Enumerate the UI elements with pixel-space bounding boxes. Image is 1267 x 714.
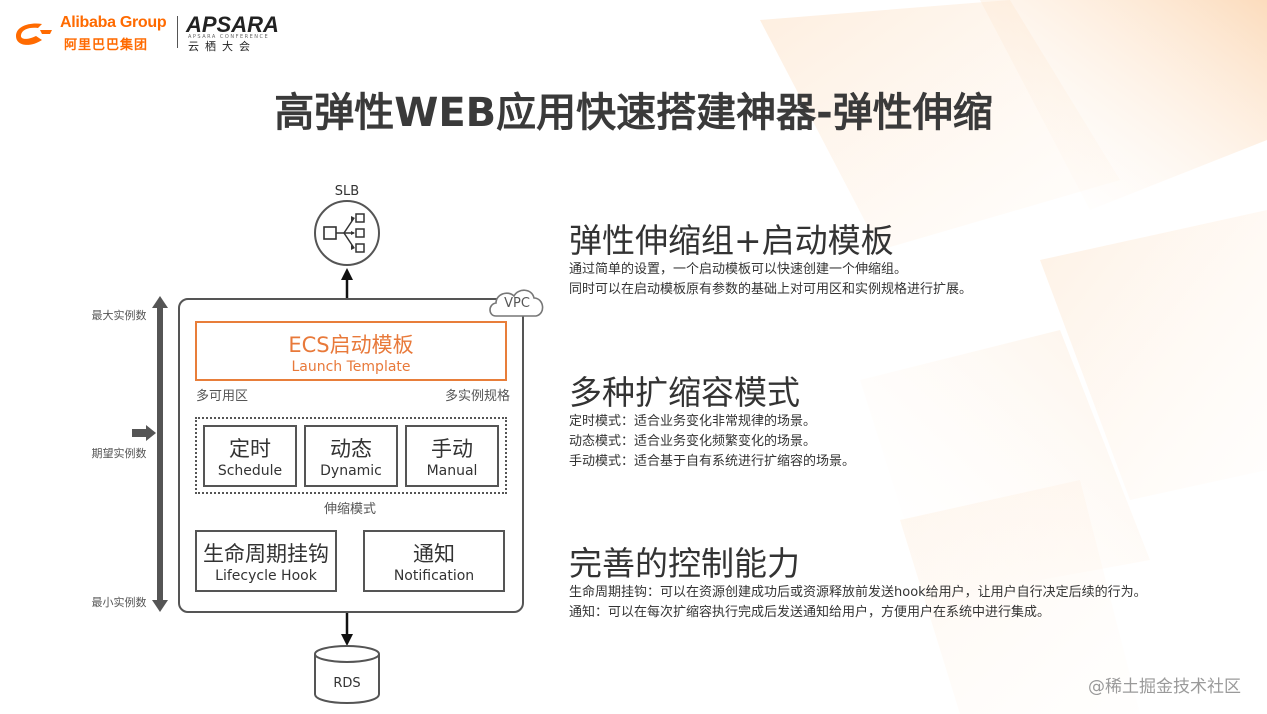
section-description: 生命周期挂钩：可以在资源创建成功后或资源释放前发送hook给用户，让用户自行决定… bbox=[569, 583, 1147, 623]
notification-box: 通知 Notification bbox=[363, 530, 505, 592]
mode-en: Manual bbox=[426, 463, 478, 479]
page-title: 高弹性WEB应用快速搭建神器-弹性伸缩 bbox=[274, 90, 993, 136]
lifecycle-hook-box: 生命周期挂钩 Lifecycle Hook bbox=[195, 530, 337, 592]
notification-en: Notification bbox=[393, 568, 475, 584]
mode-cn: 动态 bbox=[330, 437, 372, 461]
section-line: 定时模式：适合业务变化非常规律的场景。 bbox=[569, 414, 817, 429]
database-icon bbox=[314, 645, 380, 704]
section-line: 通知：可以在每次扩缩容执行完成后发送通知给用户，方便用户在系统中进行集成。 bbox=[569, 605, 1051, 620]
section-line: 动态模式：适合业务变化频繁变化的场景。 bbox=[569, 434, 817, 449]
apsara-subtitle: APSARA CONFERENCE bbox=[188, 34, 270, 40]
launch-template-cn: ECS启动模板 bbox=[288, 333, 414, 357]
logo-divider bbox=[177, 16, 178, 48]
max-instances-label: 最大实例数 bbox=[91, 309, 147, 322]
min-instances-label: 最小实例数 bbox=[91, 596, 147, 609]
section-title: 完善的控制能力 bbox=[569, 544, 800, 583]
slb-node bbox=[314, 200, 380, 266]
cloud-icon bbox=[489, 289, 544, 317]
alibaba-logo-icon bbox=[16, 23, 52, 45]
mode-cn: 手动 bbox=[431, 437, 473, 461]
apsara-cn-name: 云栖大会 bbox=[188, 40, 256, 53]
scaling-mode-group bbox=[195, 417, 507, 494]
desired-instances-label: 期望实例数 bbox=[91, 447, 147, 460]
mode-manual-box: 手动 Manual bbox=[405, 425, 499, 487]
section-title: 多种扩缩容模式 bbox=[569, 373, 800, 412]
section-line: 生命周期挂钩：可以在资源创建成功后或资源释放前发送hook给用户，让用户自行决定… bbox=[569, 585, 1147, 600]
apsara-logo-text: APSARA bbox=[186, 12, 279, 37]
lifecycle-hook-cn: 生命周期挂钩 bbox=[203, 542, 329, 566]
mode-schedule-box: 定时 Schedule bbox=[203, 425, 297, 487]
section-line: 通过简单的设置，一个启动模板可以快速创建一个伸缩组。 bbox=[569, 262, 908, 277]
launch-template-box: ECS启动模板 Launch Template bbox=[195, 321, 507, 381]
alibaba-group-cn-name: 阿里巴巴集团 bbox=[64, 38, 149, 53]
section-description: 通过简单的设置，一个启动模板可以快速创建一个伸缩组。 同时可以在启动模板原有参数… bbox=[569, 260, 972, 300]
alibaba-group-name: Alibaba Group bbox=[60, 14, 167, 31]
slb-label: SLB bbox=[334, 184, 360, 199]
section-title: 弹性伸缩组+启动模板 bbox=[569, 221, 894, 260]
vpc-label: VPC bbox=[504, 296, 530, 311]
multi-spec-label: 多实例规格 bbox=[444, 389, 510, 404]
section-description: 定时模式：适合业务变化非常规律的场景。 动态模式：适合业务变化频繁变化的场景。 … bbox=[569, 412, 855, 472]
mode-cn: 定时 bbox=[229, 437, 271, 461]
watermark: @稀土掘金技术社区 bbox=[1088, 677, 1241, 697]
section-line: 同时可以在启动模板原有参数的基础上对可用区和实例规格进行扩展。 bbox=[569, 282, 973, 297]
section-line: 手动模式：适合基于自有系统进行扩缩容的场景。 bbox=[569, 454, 856, 469]
mode-en: Schedule bbox=[217, 463, 283, 479]
load-balancer-icon bbox=[323, 213, 365, 253]
notification-cn: 通知 bbox=[413, 542, 455, 566]
rds-label: RDS bbox=[333, 676, 361, 691]
mode-en: Dynamic bbox=[320, 463, 382, 479]
lifecycle-hook-en: Lifecycle Hook bbox=[215, 568, 317, 584]
mode-dynamic-box: 动态 Dynamic bbox=[304, 425, 398, 487]
multi-az-label: 多可用区 bbox=[196, 389, 249, 404]
scaling-mode-caption: 伸缩模式 bbox=[323, 502, 376, 517]
launch-template-en: Launch Template bbox=[291, 359, 411, 375]
